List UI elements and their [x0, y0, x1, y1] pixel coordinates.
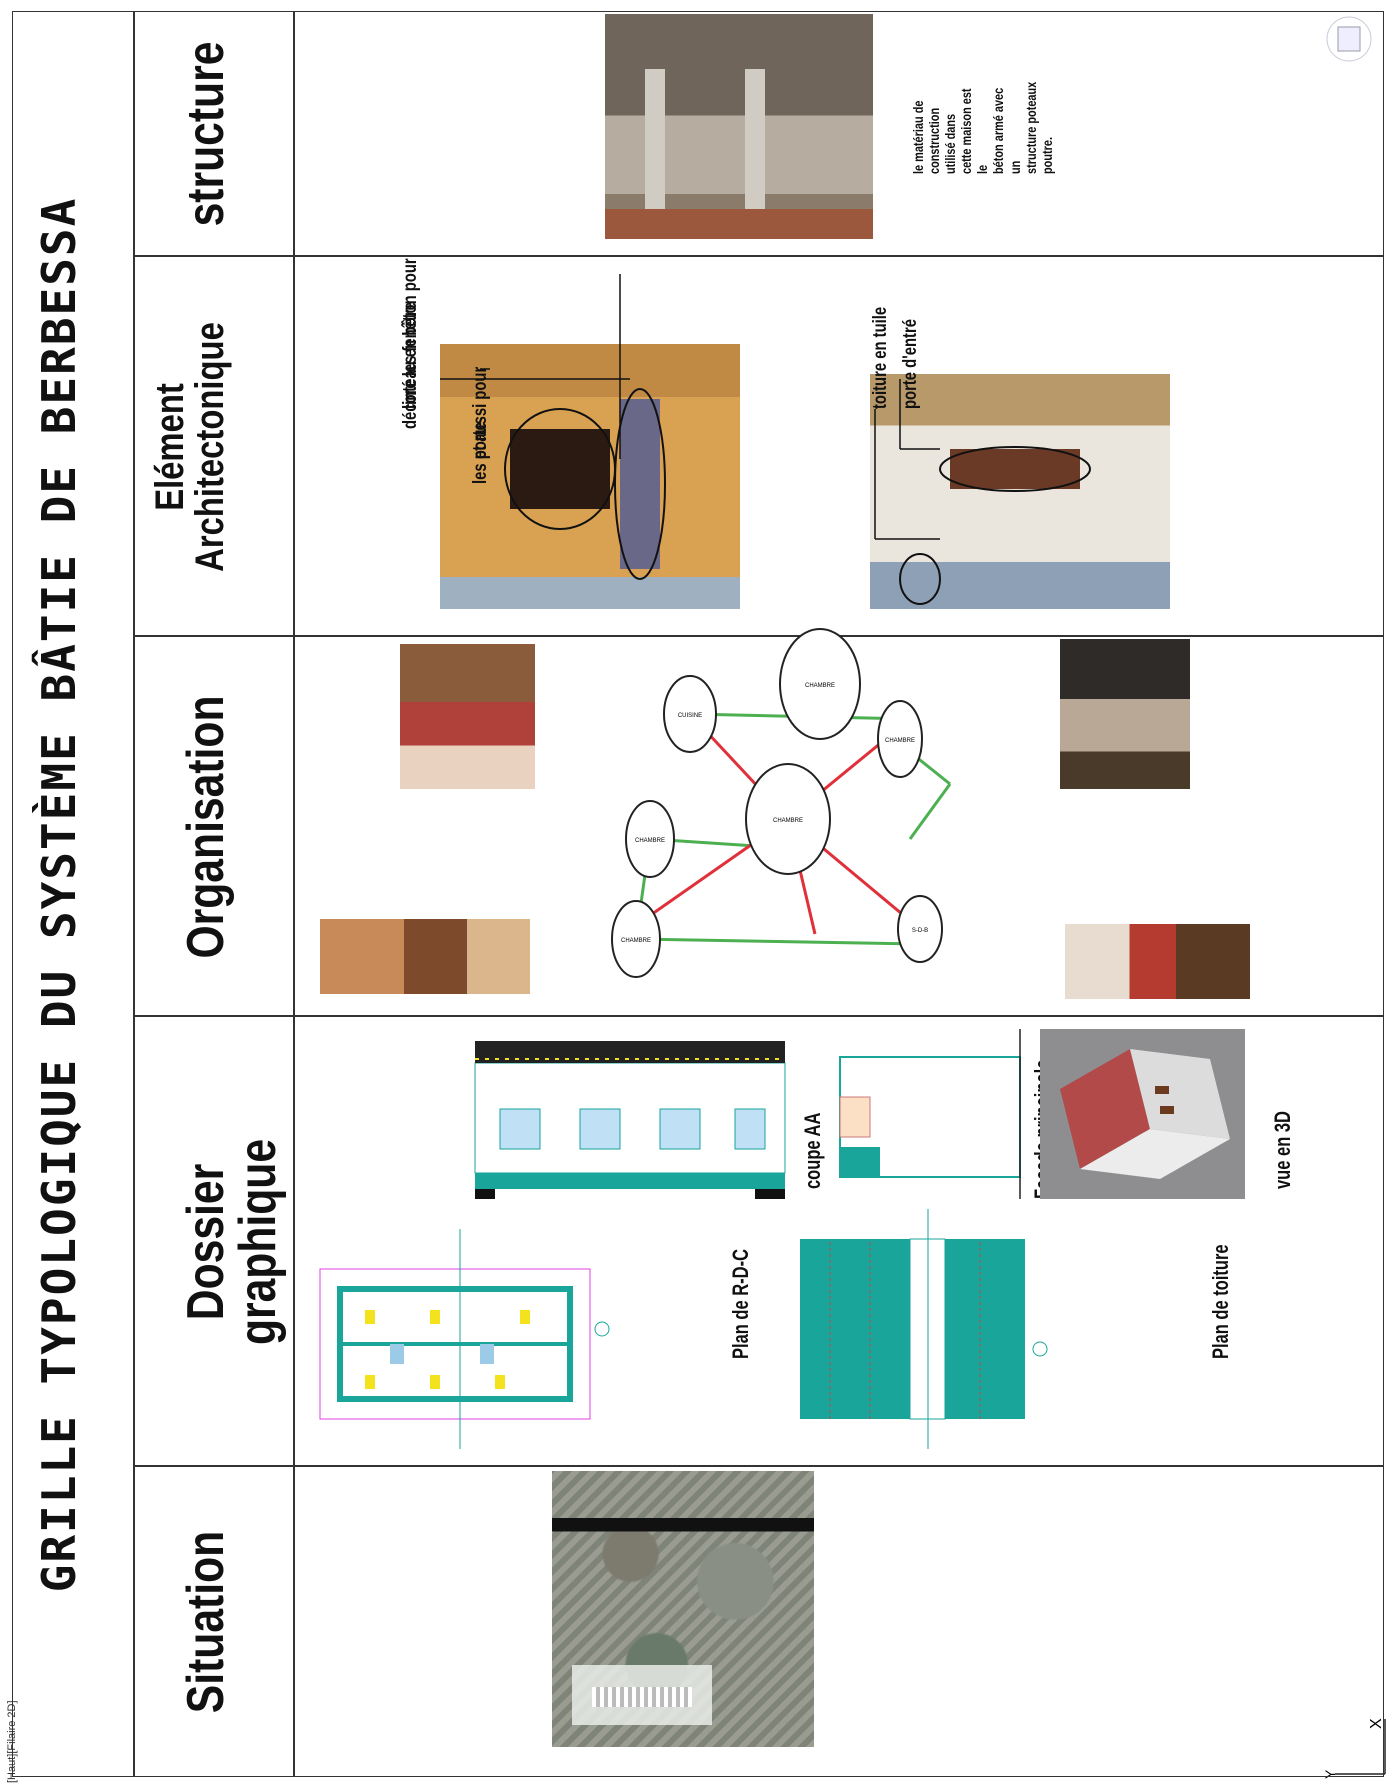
structure-photo	[605, 14, 873, 239]
svg-text:CHAMBRE: CHAMBRE	[885, 738, 915, 744]
structure-text-line-5: structure poteaux	[1022, 81, 1039, 174]
organisation-photo-1	[320, 919, 530, 994]
svg-text:Y: Y	[1322, 1769, 1338, 1779]
linteau-label-2: décoré les fenêtre	[400, 302, 421, 429]
viewcube-icon[interactable]	[1320, 9, 1380, 69]
node-cuisine: CUISINE	[663, 675, 717, 753]
svg-text:CHAMBRE: CHAMBRE	[635, 838, 665, 844]
vue-3d-render	[1040, 1029, 1245, 1199]
svg-text:S-D-B: S-D-B	[912, 928, 928, 934]
node-chambre-center: CHAMBRE	[745, 763, 831, 875]
svg-text:X: X	[1368, 1718, 1385, 1729]
organisation-photo-5	[1060, 639, 1190, 789]
node-chambre-middle: CHAMBRE	[625, 800, 675, 878]
section-structure-title: structure	[177, 41, 235, 227]
section-element-title: Elément Architectonique	[148, 322, 232, 572]
linteau-label-4: les porte	[470, 422, 491, 484]
title-divider	[133, 11, 135, 1777]
organisation-photo-3	[400, 644, 535, 789]
col-divider-3	[133, 635, 1384, 637]
node-chambre-right: CHAMBRE	[779, 628, 861, 740]
window-callout-lines	[440, 274, 630, 459]
porte-label: porte d'entré	[900, 319, 921, 409]
svg-text:CHAMBRE: CHAMBRE	[621, 938, 651, 944]
section-organisation-title: Organisation	[177, 695, 235, 959]
ucs-icon: Y X	[1322, 1718, 1386, 1779]
coupe-aa-drawing	[474, 1041, 786, 1199]
facade-drawing	[839, 1029, 1021, 1199]
section-situation-title: Situation	[177, 1530, 235, 1714]
node-sdb: S-D-B	[897, 895, 943, 963]
structure-text-line-4: béton armé avec un	[990, 87, 1023, 174]
plan-toiture-drawing	[800, 1209, 1048, 1449]
svg-text:CHAMBRE: CHAMBRE	[805, 683, 835, 689]
col-divider-4	[133, 255, 1384, 257]
structure-text-line-6: poutre.	[1038, 136, 1055, 174]
vue-3d-label: vue en 3D	[1270, 1111, 1295, 1189]
structure-text-line-3: cette maison est le	[958, 88, 991, 174]
door-callout-lines	[874, 379, 940, 540]
door-photo	[870, 374, 1170, 609]
structure-text-line-2: construction utilisé dans	[926, 107, 959, 174]
plan-toiture-label: Plan de toiture	[1208, 1244, 1233, 1359]
page-title: GRILLE TYPOLOGIQUE DU SYSTÈME BÂTIE DE B…	[32, 196, 86, 1593]
organisation-photo-4	[1065, 924, 1250, 999]
organisation-graph: CHAMBRE CUISINE CHAMBRE S-D-B CHAMBRE CH…	[611, 628, 952, 978]
node-chambre-bottom-left: CHAMBRE	[611, 900, 661, 978]
section-dossier-title: Dossier graphique	[177, 1138, 287, 1346]
col-divider-2	[133, 1015, 1384, 1017]
structure-text: le matériau de construction utilisé dans…	[910, 54, 1055, 174]
col-divider-1	[133, 1465, 1384, 1467]
svg-text:CHAMBRE: CHAMBRE	[773, 818, 803, 824]
node-chambre-top-left: CHAMBRE	[877, 700, 923, 778]
plan-rdc-label: Plan de R-D-C	[728, 1248, 753, 1359]
satellite-map	[552, 1471, 814, 1747]
window-photo	[440, 344, 740, 609]
toiture-label: toiture en tuile	[870, 306, 891, 409]
svg-text:CUISINE: CUISINE	[678, 713, 702, 719]
structure-text-line-1: le matériau de	[910, 100, 926, 174]
plan-rdc-drawing	[319, 1229, 610, 1449]
